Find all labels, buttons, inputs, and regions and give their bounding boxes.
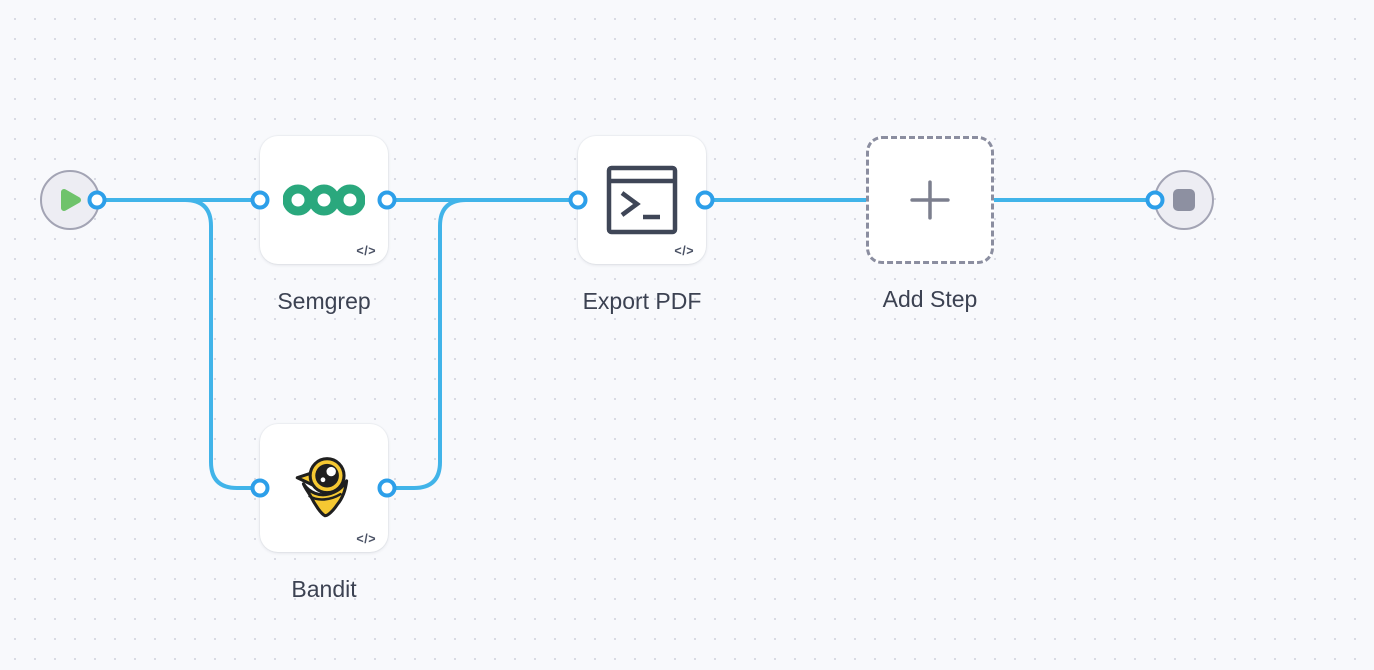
plus-icon [910,180,950,220]
node-label-export-pdf: Export PDF [582,288,702,314]
code-step-badge-icon: </> [356,532,376,546]
stop-icon [1173,189,1195,211]
node-label-semgrep: Semgrep [277,288,371,314]
code-step-badge-icon: </> [674,244,694,258]
terminal-icon [606,165,678,235]
node-label-add-step: Add Step [882,286,978,312]
edge-start-bandit[interactable] [95,198,262,490]
node-export-pdf[interactable]: </> [578,136,706,264]
node-label-bandit: Bandit [291,576,357,602]
node-semgrep[interactable]: </> [260,136,388,264]
edge-bandit-exportpdf[interactable] [385,198,580,490]
semgrep-logo-icon [283,184,365,216]
code-step-badge-icon: </> [356,244,376,258]
play-icon [61,189,81,211]
node-bandit[interactable]: </> [260,424,388,552]
bandit-logo-icon [295,457,349,518]
start-node[interactable] [40,170,100,230]
end-node[interactable] [1154,170,1214,230]
add-step-button[interactable] [866,136,994,264]
